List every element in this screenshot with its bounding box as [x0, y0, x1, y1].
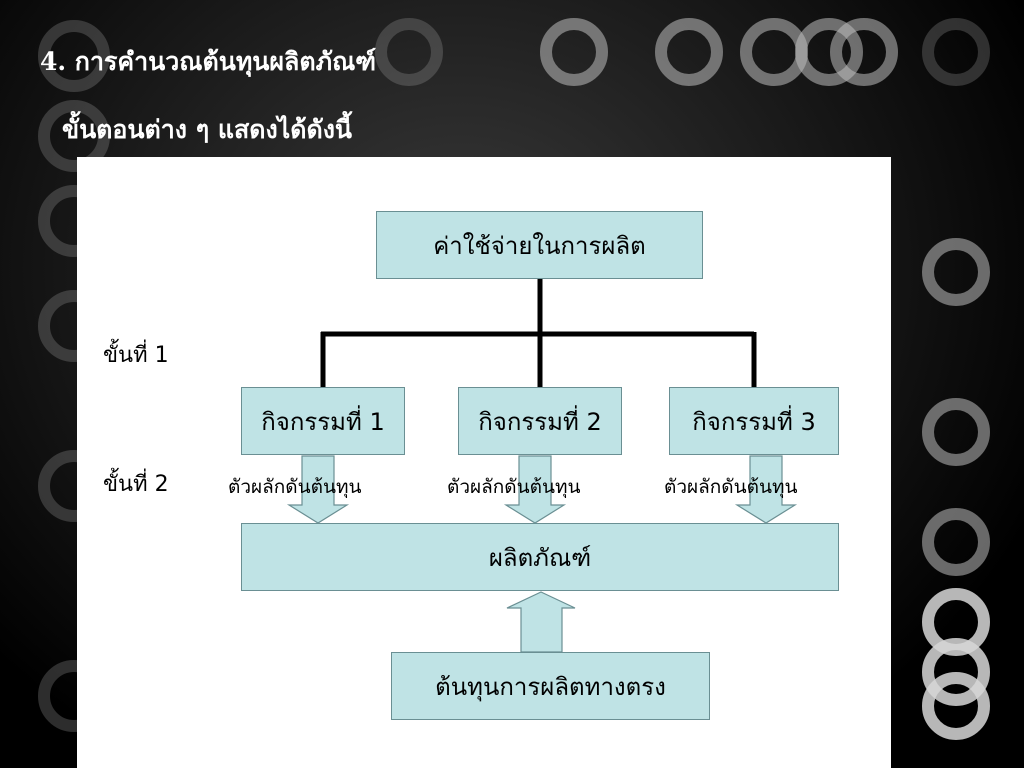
cost-driver-label-3: ตัวผลักดันต้นทุน	[664, 476, 798, 498]
step2-label: ขั้นที่ 2	[103, 472, 169, 497]
manufacturing-overhead-box: ค่าใช้จ่ายในการผลิต	[376, 211, 703, 279]
ring-decoration	[922, 398, 990, 466]
direct-cost-box: ต้นทุนการผลิตทางตรง	[391, 652, 710, 720]
step1-label: ขั้นที่ 1	[103, 343, 169, 368]
cost-driver-label-1: ตัวผลักดันต้นทุน	[228, 476, 362, 498]
slide-title: 4. การคำนวณต้นทุนผลิตภัณฑ์	[40, 47, 377, 76]
ring-decoration	[922, 672, 990, 740]
activity-box-3: กิจกรรมที่ 3	[669, 387, 839, 455]
slide-subtitle: ขั้นตอนต่าง ๆ แสดงได้ดังนี้	[62, 115, 352, 144]
product-box: ผลิตภัณฑ์	[241, 523, 839, 591]
ring-decoration	[540, 18, 608, 86]
ring-decoration	[830, 18, 898, 86]
activity-box-1: กิจกรรมที่ 1	[241, 387, 405, 455]
activity-box-2: กิจกรรมที่ 2	[458, 387, 622, 455]
ring-decoration	[922, 508, 990, 576]
ring-decoration	[922, 18, 990, 86]
ring-decoration	[922, 238, 990, 306]
ring-decoration	[655, 18, 723, 86]
cost-driver-label-2: ตัวผลักดันต้นทุน	[447, 476, 581, 498]
ring-decoration	[375, 18, 443, 86]
